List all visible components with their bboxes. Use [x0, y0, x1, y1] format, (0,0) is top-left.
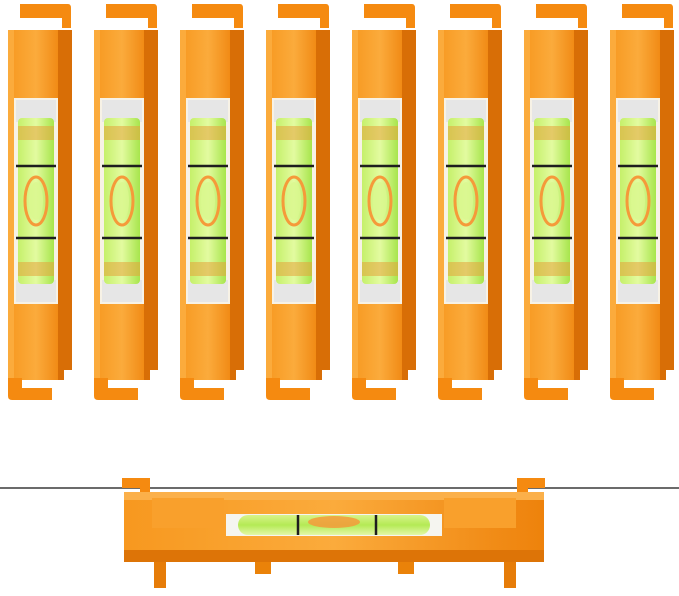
vertical-level	[266, 4, 330, 400]
vertical-level	[352, 4, 416, 400]
vertical-level	[94, 4, 158, 400]
vertical-level-row	[8, 4, 674, 400]
vertical-level	[180, 4, 244, 400]
vertical-level	[524, 4, 588, 400]
vertical-level	[610, 4, 674, 400]
vertical-level	[8, 4, 72, 400]
vertical-level	[438, 4, 502, 400]
line-level-icon	[122, 478, 545, 588]
